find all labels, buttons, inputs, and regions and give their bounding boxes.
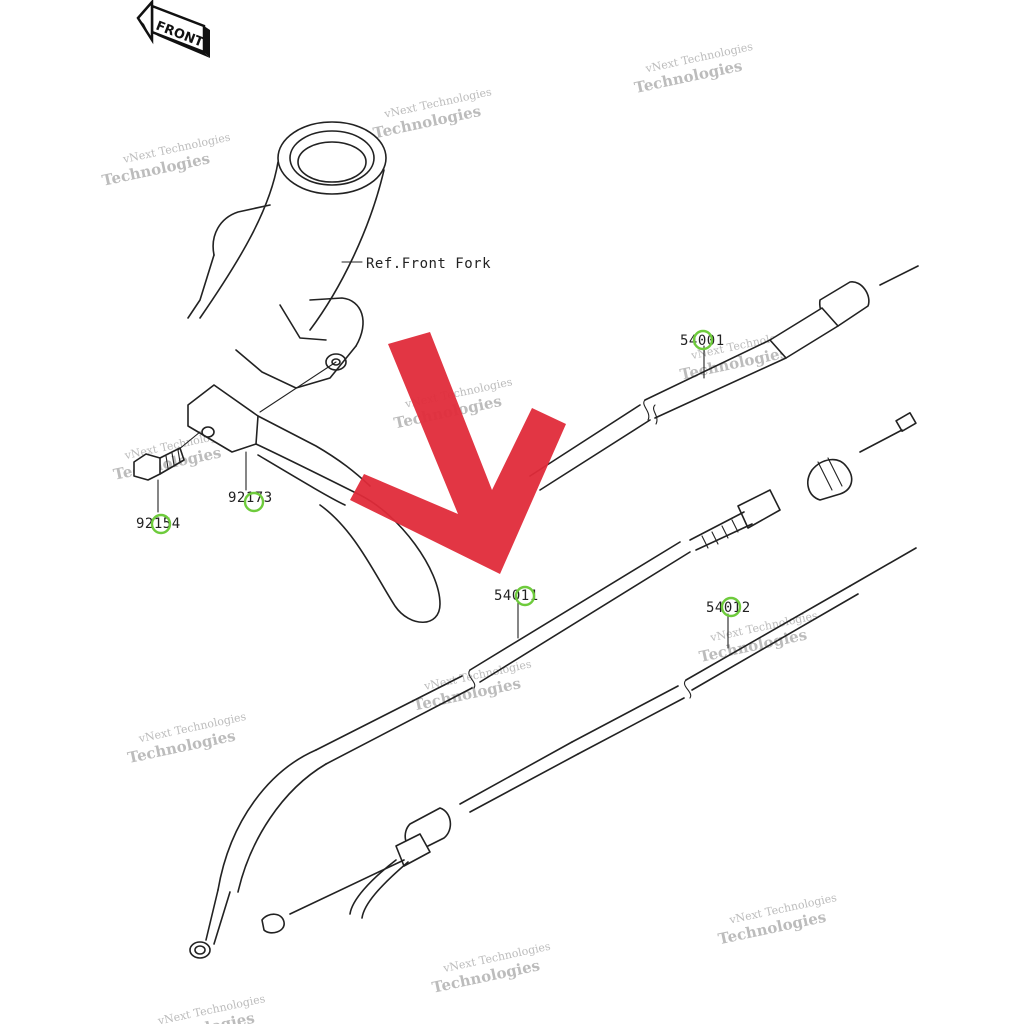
highlight-circle-54012 [720,596,742,618]
watermark: vNext Technologies Technologies [145,992,267,1028]
front-fork-reference-label: Ref.Front Fork [366,256,491,272]
highlight-arrow-icon [350,332,566,574]
flange-bolt [133,447,185,481]
lower-cable [261,547,917,934]
highlight-circle-54011 [514,585,536,607]
watermark: vNext Technologies Technologies [100,130,231,189]
part-number-54001: 54001 [680,333,725,349]
watermark: vNext Technologies Technologies [717,891,839,948]
part-number-54012: 54012 [706,600,751,616]
watermark: vNext Technologies Technologies [371,85,493,142]
highlight-circles [150,329,742,618]
part-number-92154: 92154 [136,516,181,532]
highlight-circle-54001 [692,329,714,351]
middle-cable [189,412,917,959]
highlight-circle-92154 [150,513,172,535]
front-fork [187,121,387,389]
cable-bracket [177,361,441,623]
watermark: vNext Technologies Technologies [430,940,552,997]
watermark: vNext Technologies Technologies [411,657,533,714]
watermark: vNext Technologies Technologies [126,710,248,767]
part-number-92173: 92173 [228,490,273,506]
leader-lines [157,345,729,649]
watermark: vNext Technologies Technologies [633,40,755,97]
highlight-circle-92173 [243,491,265,513]
front-direction-badge: FRONT [136,0,210,58]
upper-cable [529,265,919,491]
